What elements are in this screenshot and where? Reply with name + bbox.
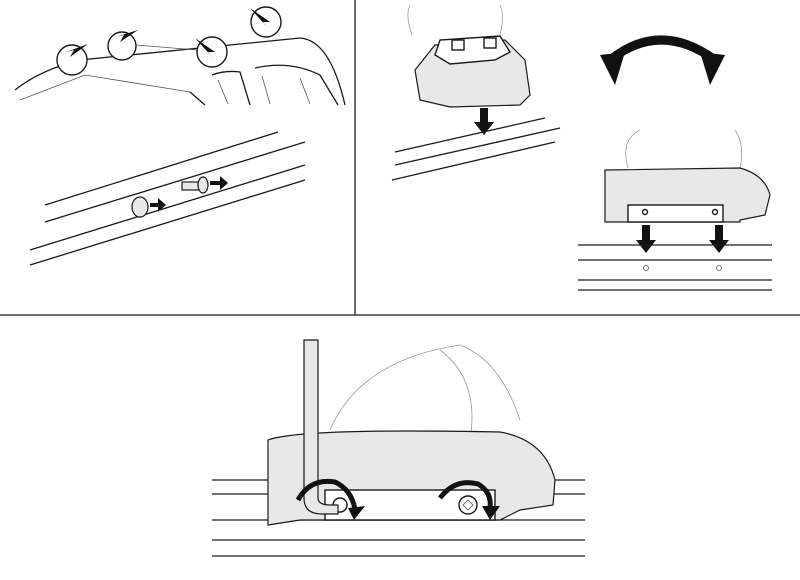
panel-step-2 — [391, 4, 772, 291]
rotate-clockwise-icon — [438, 480, 500, 520]
foot-side-view — [267, 430, 556, 526]
arrow-down-right-icon — [195, 38, 215, 58]
roof-cap — [131, 196, 149, 218]
rail — [578, 244, 772, 291]
panel-step-3 — [212, 339, 585, 557]
arrow-right-icon — [150, 198, 166, 212]
arrow-down-left-icon — [116, 30, 138, 42]
foot-side-view — [604, 167, 771, 223]
car-roof — [14, 37, 346, 106]
roof-cap-callouts — [56, 6, 282, 76]
rotate-clockwise-icon — [295, 478, 365, 520]
rail — [391, 117, 561, 181]
rotate-arrow-icon — [600, 35, 725, 85]
hex-key — [303, 339, 339, 515]
roof-foot — [414, 35, 531, 108]
screw — [181, 176, 209, 194]
panel-step-1 — [14, 6, 346, 266]
arrow-down-icon — [636, 225, 656, 253]
roof-rail — [29, 131, 306, 266]
arrow-down-right-icon — [250, 8, 270, 28]
arrow-down-left-icon — [66, 44, 88, 57]
arrow-down-icon — [474, 108, 494, 135]
arrow-down-icon — [709, 225, 729, 253]
arrow-right-icon — [210, 176, 228, 190]
